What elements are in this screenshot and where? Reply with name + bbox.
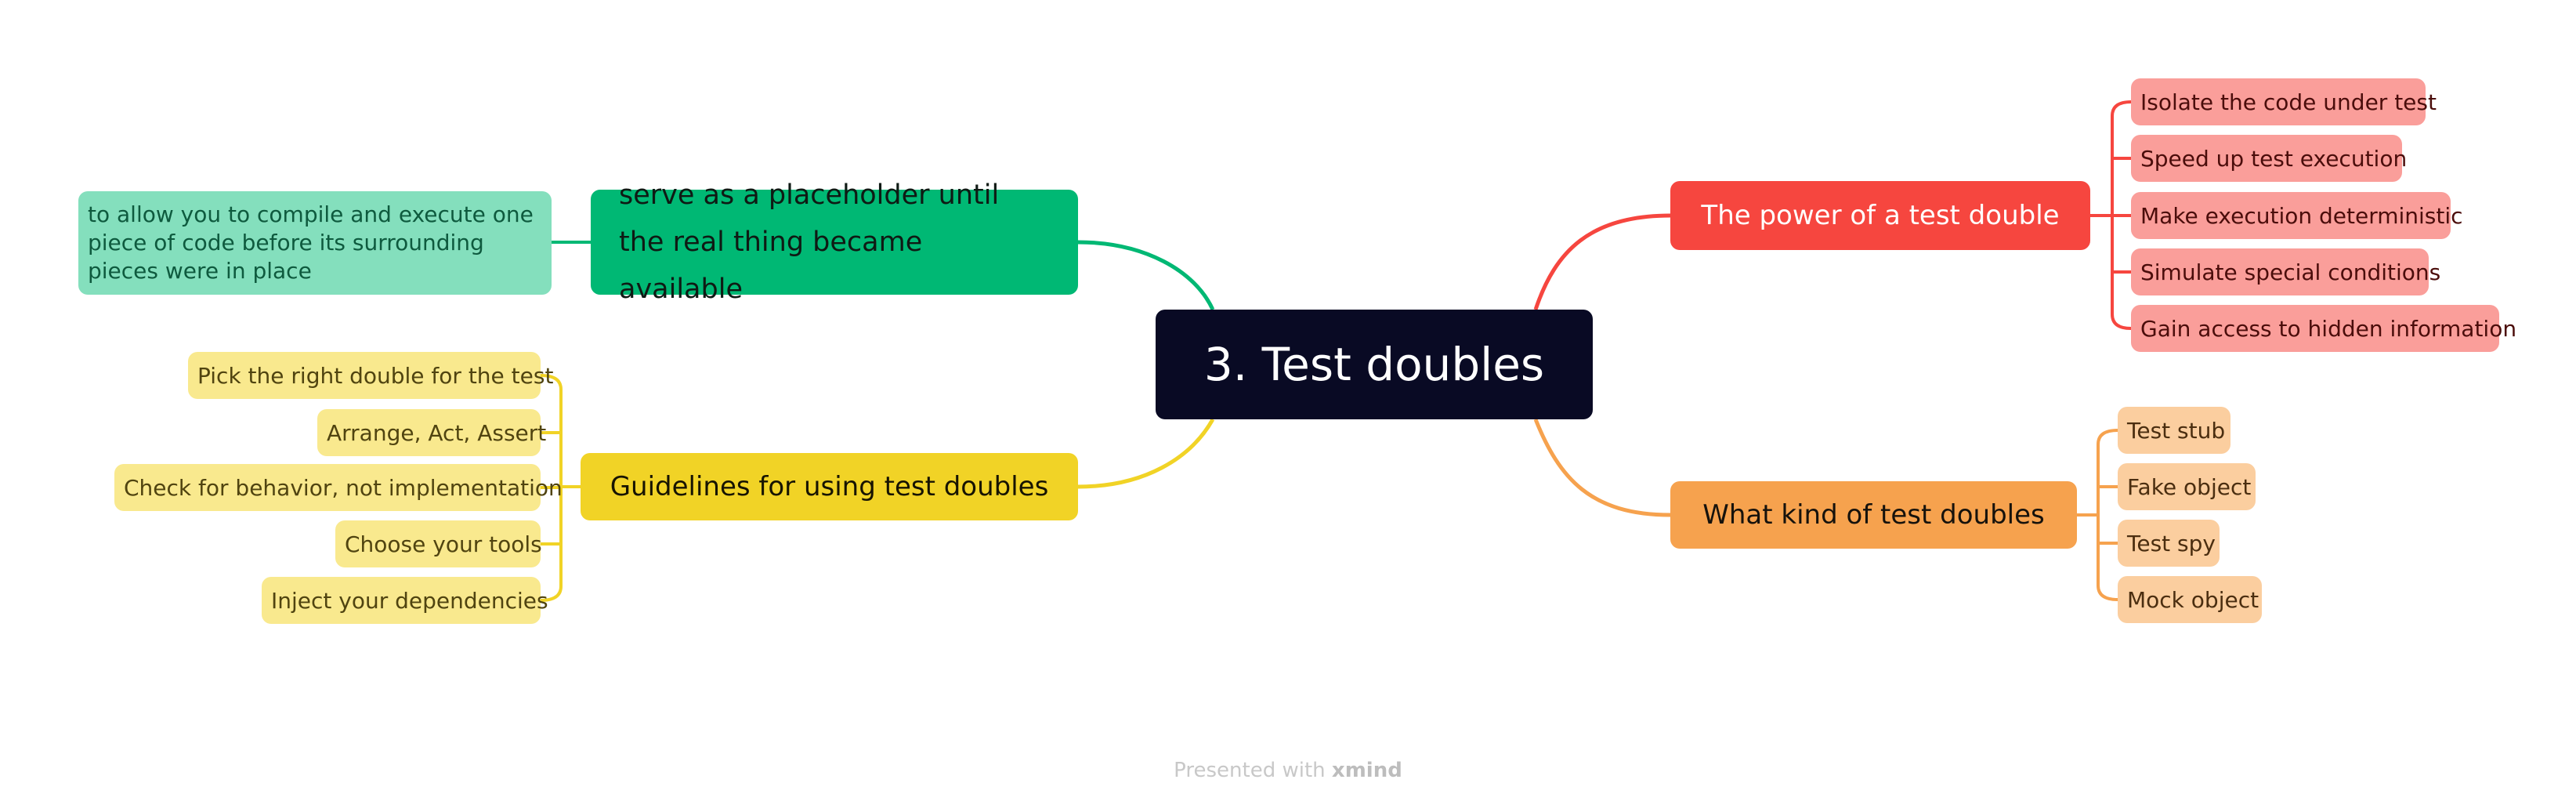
link-central-power	[1533, 213, 1671, 310]
link-central-guidelines	[1077, 418, 1215, 489]
subtopic-label: Test spy	[2127, 530, 2216, 556]
link-central-placeholder	[1077, 240, 1215, 311]
subtopic-power-5[interactable]: Gain access to hidden information	[2131, 305, 2516, 352]
subtopic-label: Gain access to hidden information	[2140, 315, 2517, 342]
link-central-kinds	[1533, 419, 1671, 517]
subtopic-label: Simulate special conditions	[2140, 259, 2441, 285]
subtopic-guideline-4[interactable]: Choose your tools	[335, 520, 542, 567]
topic-placeholder-label: serve as a placeholder until the real th…	[619, 179, 1000, 305]
subtopic-label: Mock object	[2127, 586, 2259, 613]
subtopic-guideline-5[interactable]: Inject your dependencies	[262, 577, 548, 624]
topic-guidelines-label: Guidelines for using test doubles	[610, 471, 1049, 502]
central-topic-label: 3. Test doubles	[1203, 338, 1545, 391]
subtopic-power-1[interactable]: Isolate the code under test	[2131, 78, 2437, 125]
subtopic-label: Arrange, Act, Assert	[327, 419, 547, 446]
topic-power-label: The power of a test double	[1701, 200, 2060, 231]
subtopic-label: Speed up test execution	[2140, 145, 2408, 172]
subtopic-power-4[interactable]: Simulate special conditions	[2131, 248, 2440, 295]
topic-kinds-label: What kind of test doubles	[1702, 499, 2045, 531]
power-bracket	[2090, 100, 2132, 330]
topic-guidelines[interactable]: Guidelines for using test doubles	[581, 453, 1078, 520]
topic-kinds[interactable]: What kind of test doubles	[1670, 481, 2077, 549]
subtopic-label: Pick the right double for the test	[197, 362, 554, 389]
subtopic-label: Inject your dependencies	[271, 587, 548, 614]
subtopic-guideline-2[interactable]: Arrange, Act, Assert	[317, 409, 546, 456]
subtopic-label: Test stub	[2127, 417, 2226, 444]
topic-placeholder[interactable]: serve as a placeholder until the real th…	[591, 179, 1078, 305]
topic-power[interactable]: The power of a test double	[1670, 181, 2090, 250]
subtopic-kind-1[interactable]: Test stub	[2118, 407, 2230, 454]
subtopic-power-2[interactable]: Speed up test execution	[2131, 135, 2407, 182]
subtopic-label: Make execution deterministic	[2140, 202, 2463, 229]
subtopic-label: Choose your tools	[345, 531, 542, 557]
subtopic-label: Isolate the code under test	[2140, 89, 2437, 115]
subtopic-guideline-3[interactable]: Check for behavior, not implementation	[114, 464, 563, 511]
subtopic-placeholder-detail-label: to allow you to compile and execute one …	[88, 201, 534, 284]
subtopic-label: Check for behavior, not implementation	[124, 474, 563, 501]
footer-credit: Presented with xmind	[0, 759, 2576, 782]
subtopic-kind-4[interactable]: Mock object	[2118, 576, 2262, 623]
kinds-bracket	[2077, 429, 2118, 601]
subtopic-kind-2[interactable]: Fake object	[2118, 463, 2256, 510]
guidelines-bracket	[540, 374, 581, 602]
footer-prefix: Presented with	[1174, 759, 1326, 782]
subtopic-placeholder-detail[interactable]: to allow you to compile and execute one …	[78, 191, 552, 295]
subtopic-label: Fake object	[2127, 473, 2252, 500]
xmind-logo[interactable]: xmind	[1331, 759, 1402, 782]
subtopic-power-3[interactable]: Make execution deterministic	[2131, 192, 2463, 239]
subtopic-guideline-1[interactable]: Pick the right double for the test	[188, 352, 553, 399]
subtopic-kind-3[interactable]: Test spy	[2118, 520, 2220, 567]
central-topic[interactable]: 3. Test doubles	[1156, 310, 1593, 419]
